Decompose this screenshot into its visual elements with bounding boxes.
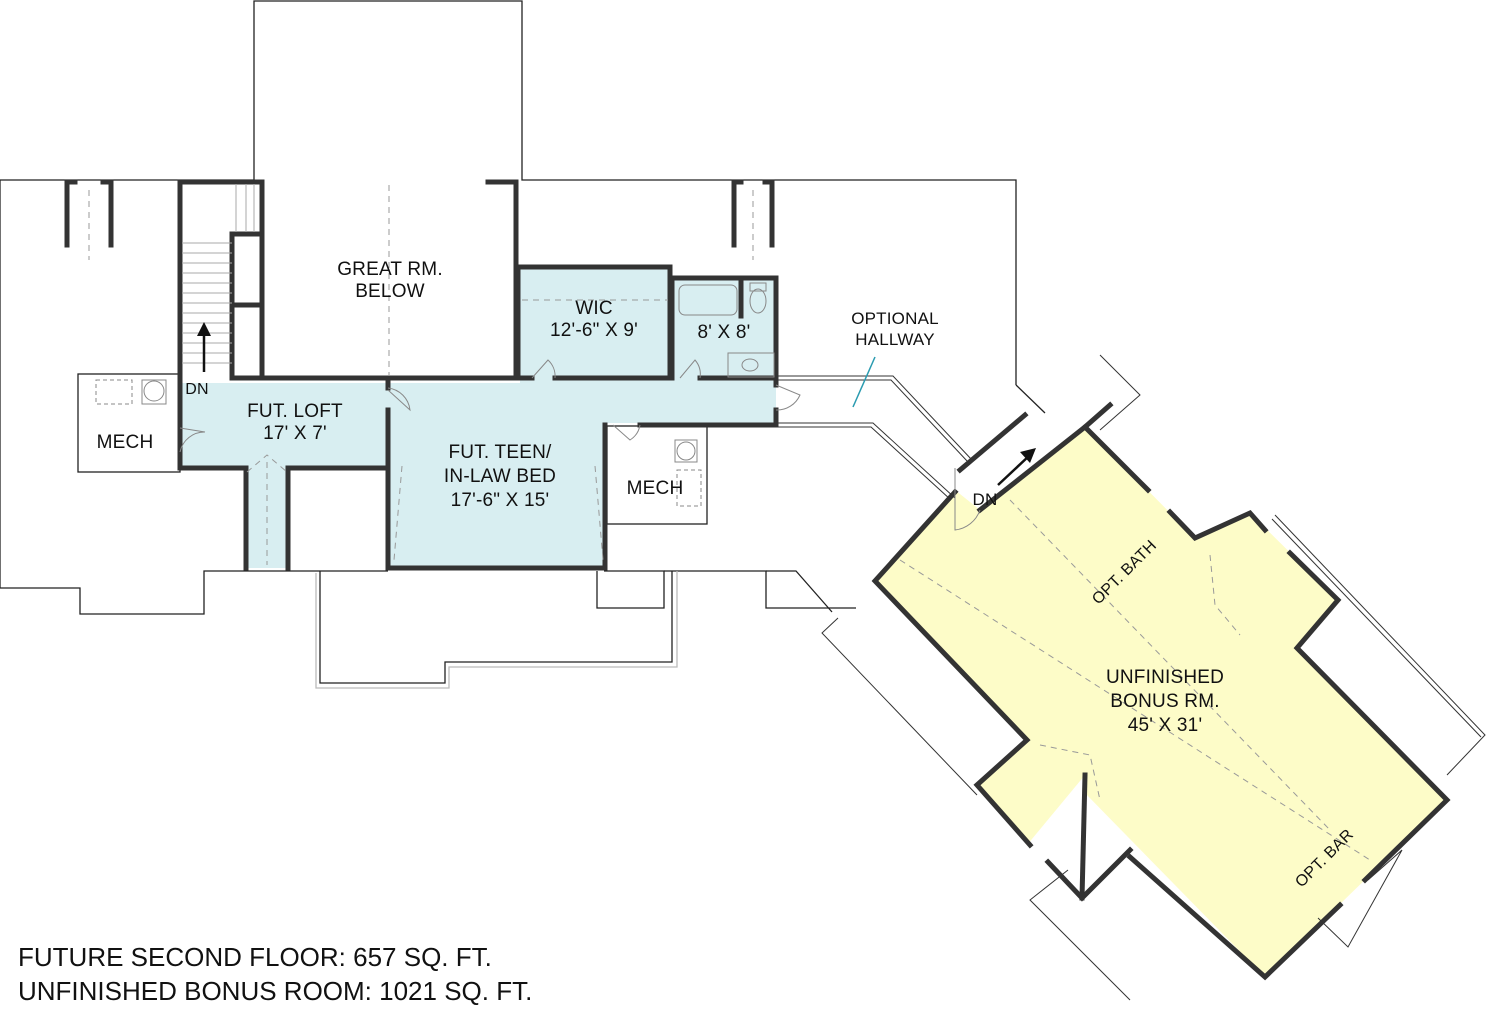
stair-right-dn: DN bbox=[972, 490, 998, 509]
wic-name: WIC bbox=[575, 298, 613, 319]
teen-bed-size: 17'-6" X 15' bbox=[450, 490, 550, 511]
bonus-room-fill bbox=[875, 427, 1447, 977]
bonus-room-line1: UNFINISHED bbox=[1105, 667, 1225, 688]
bath-label: 8' X 8' bbox=[676, 322, 772, 344]
wic-label: WIC 12'-6" X 9' bbox=[520, 298, 668, 342]
teen-bed-label: FUT. TEEN/ IN-LAW BED 17'-6" X 15' bbox=[400, 441, 600, 513]
bonus-room-line2: BONUS RM. bbox=[1110, 691, 1220, 712]
wic-size: 12'-6" X 9' bbox=[549, 320, 639, 341]
finished-area bbox=[180, 268, 776, 568]
loft-label: FUT. LOFT 17' X 7' bbox=[200, 401, 390, 445]
mech-left-label: MECH bbox=[80, 432, 170, 454]
teen-bed-line1: FUT. TEEN/ bbox=[448, 442, 552, 463]
stair-right-label: DN bbox=[965, 489, 1005, 511]
callout-line bbox=[852, 356, 876, 408]
teen-bed-line2: IN-LAW BED bbox=[443, 466, 557, 487]
optional-hallway-label: OPTIONAL HALLWAY bbox=[820, 308, 970, 350]
stair-left-dn: DN bbox=[185, 381, 209, 398]
stair-arrows bbox=[197, 322, 1036, 486]
optional-hallway-line1: OPTIONAL bbox=[851, 309, 939, 328]
future-second-floor-area: FUTURE SECOND FLOOR: 657 SQ. FT. bbox=[18, 942, 492, 972]
area-summary: FUTURE SECOND FLOOR: 657 SQ. FT. UNFINIS… bbox=[18, 940, 532, 1008]
doors bbox=[179, 359, 981, 531]
stair-treads bbox=[182, 184, 255, 364]
great-room-below: BELOW bbox=[355, 281, 425, 302]
stair-left-label: DN bbox=[182, 379, 212, 401]
great-room-name: GREAT RM. bbox=[337, 259, 443, 280]
walls bbox=[64, 179, 1451, 981]
bonus-room-label: UNFINISHED BONUS RM. 45' X 31' bbox=[1075, 666, 1255, 738]
great-room-label: GREAT RM. BELOW bbox=[300, 259, 480, 303]
unfinished-bonus-room-area: UNFINISHED BONUS ROOM: 1021 SQ. FT. bbox=[18, 976, 533, 1006]
bonus-room-size: 45' X 31' bbox=[1127, 715, 1203, 736]
optional-hallway-walls bbox=[778, 354, 1486, 1001]
fixtures bbox=[95, 282, 775, 507]
optional-hallway-line2: HALLWAY bbox=[855, 330, 935, 349]
loft-size: 17' X 7' bbox=[263, 423, 327, 444]
mech-left-name: MECH bbox=[96, 432, 154, 453]
bath-size: 8' X 8' bbox=[697, 322, 751, 343]
ceiling-lines bbox=[88, 185, 1371, 861]
mech-right-name: MECH bbox=[626, 478, 684, 499]
mech-right-label: MECH bbox=[610, 478, 700, 500]
loft-name: FUT. LOFT bbox=[247, 401, 343, 422]
